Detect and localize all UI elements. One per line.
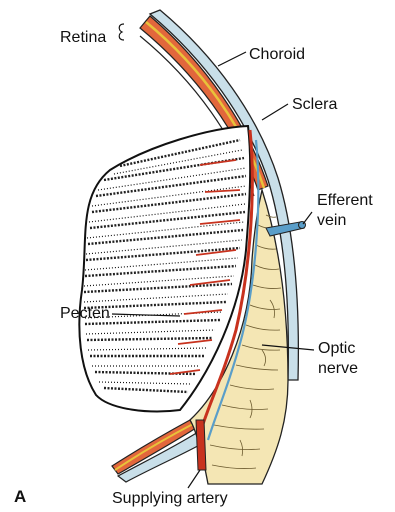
label-efferent-vein-line2: vein	[317, 212, 346, 230]
label-optic-nerve-line1: Optic	[318, 340, 355, 358]
label-sclera: Sclera	[292, 96, 337, 114]
label-optic-nerve-line2: nerve	[318, 360, 358, 378]
label-choroid: Choroid	[249, 46, 305, 64]
label-efferent-vein-line1: Efferent	[317, 192, 373, 210]
label-supplying-artery: Supplying artery	[112, 490, 228, 508]
label-retina: Retina	[60, 29, 106, 47]
label-pecten: Pecten	[60, 305, 110, 323]
panel-letter: A	[14, 488, 26, 506]
supplying-artery-stem	[196, 420, 206, 470]
